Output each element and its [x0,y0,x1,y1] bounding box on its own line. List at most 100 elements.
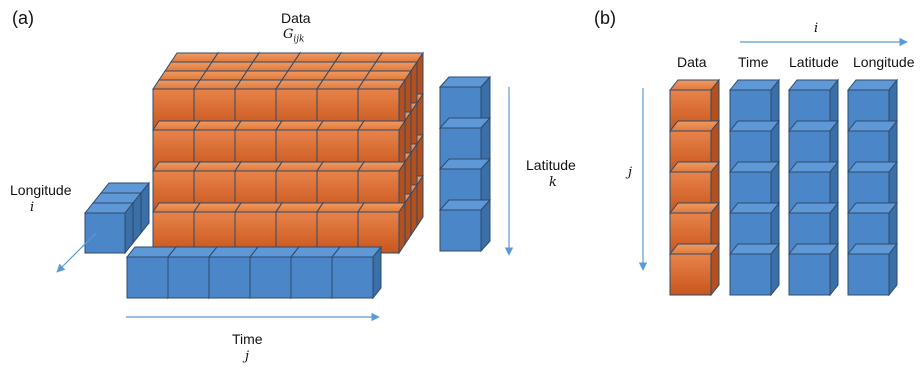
cube-top-face [316,120,365,131]
cube-top-face [281,70,330,81]
table-cell [787,242,840,297]
data-cell [152,201,201,255]
cube-side-face [410,183,418,237]
data-cube-block [152,51,424,255]
cube-top-face [158,70,207,81]
cube-top-face [164,61,213,72]
table-cell [728,242,781,297]
cube-top-face [369,61,418,72]
cube-front-face [234,211,277,254]
data-cube-title: Data [281,10,311,26]
cube-top-face [357,202,406,213]
time-row [125,245,383,300]
panel-b-label: (b) [594,8,616,28]
column-axis-symbol: j [628,165,633,180]
column-header-latitude: Latitude [789,54,839,70]
cube-front-face [439,209,482,252]
data-symbol-subscript: ijk [293,34,305,45]
cube-top-face [234,79,283,90]
latitude-cell [438,198,492,253]
panel-b-graphics [638,37,908,297]
time-symbol: j [245,349,250,364]
cube-top-face [252,52,301,63]
longitude-stack [83,181,151,255]
data-cell [275,201,324,255]
cube-front-face [357,211,400,254]
cube-front-face [126,256,169,299]
latitude-symbol: k [549,175,557,190]
cube-side-face [404,192,412,246]
cube-top-face [234,120,283,131]
cube-top-face [170,52,219,63]
cube-top-face [234,202,283,213]
cube-top-face [275,202,324,213]
cube-top-face [275,79,324,90]
cube-side-face [398,201,406,255]
cube-top-face [357,120,406,131]
cube-top-face [275,161,324,172]
column-header-data: Data [677,54,707,70]
cube-top-face [316,161,365,172]
cube-top-face [211,52,260,63]
cube-top-face [316,202,365,213]
cube-top-face [193,161,242,172]
table-cell [668,242,721,297]
longitude-arrow [56,232,97,273]
cube-top-face [205,61,254,72]
data-cell [193,201,242,255]
cube-front-face [788,253,831,296]
row-axis-symbol: i [814,21,819,36]
cube-top-face [199,70,248,81]
panel-a-graphics [56,51,514,322]
cube-front-face [847,253,890,296]
cube-front-face [249,256,292,299]
cube-side-face [416,174,424,228]
latitude-column [438,75,492,253]
table-column-data [668,78,721,297]
cube-top-face [275,120,324,131]
panel-a-label: (a) [12,8,34,28]
longitude-cell [83,201,135,255]
cube-front-face [208,256,251,299]
latitude-label: Latitude [526,157,576,173]
longitude-symbol: i [30,200,35,215]
cube-top-face [193,120,242,131]
cube-top-face [287,61,336,72]
cube-top-face [357,79,406,90]
data-cell [357,201,406,255]
cube-top-face [240,70,289,81]
cube-top-face [322,70,371,81]
cube-top-face [193,79,242,90]
data-cell [316,201,365,255]
cube-top-face [363,70,412,81]
cube-front-face [290,256,333,299]
cube-top-face [152,79,201,90]
cube-front-face [669,253,712,296]
cube-top-face [152,120,201,131]
data-cube-symbol: Gijk [283,27,305,48]
cube-top-face [334,52,383,63]
cube-top-face [234,161,283,172]
column-header-time: Time [738,54,769,70]
time-cell [125,245,178,300]
data-cell [234,201,283,255]
table-cell [846,242,899,297]
cube-front-face [331,256,374,299]
time-cell [330,245,383,300]
cube-top-face [293,52,342,63]
table-column-time [728,78,781,297]
cube-top-face [316,79,365,90]
cube-front-face [84,212,126,254]
cube-top-face [152,202,201,213]
table-column-longitude [846,78,899,297]
cube-top-face [193,202,242,213]
time-label: Time [232,331,263,347]
cube-top-face [375,52,424,63]
column-header-longitude: Longitude [853,54,915,70]
cube-top-face [328,61,377,72]
cube-top-face [152,161,201,172]
cube-top-face [357,161,406,172]
table-column-latitude [787,78,840,297]
